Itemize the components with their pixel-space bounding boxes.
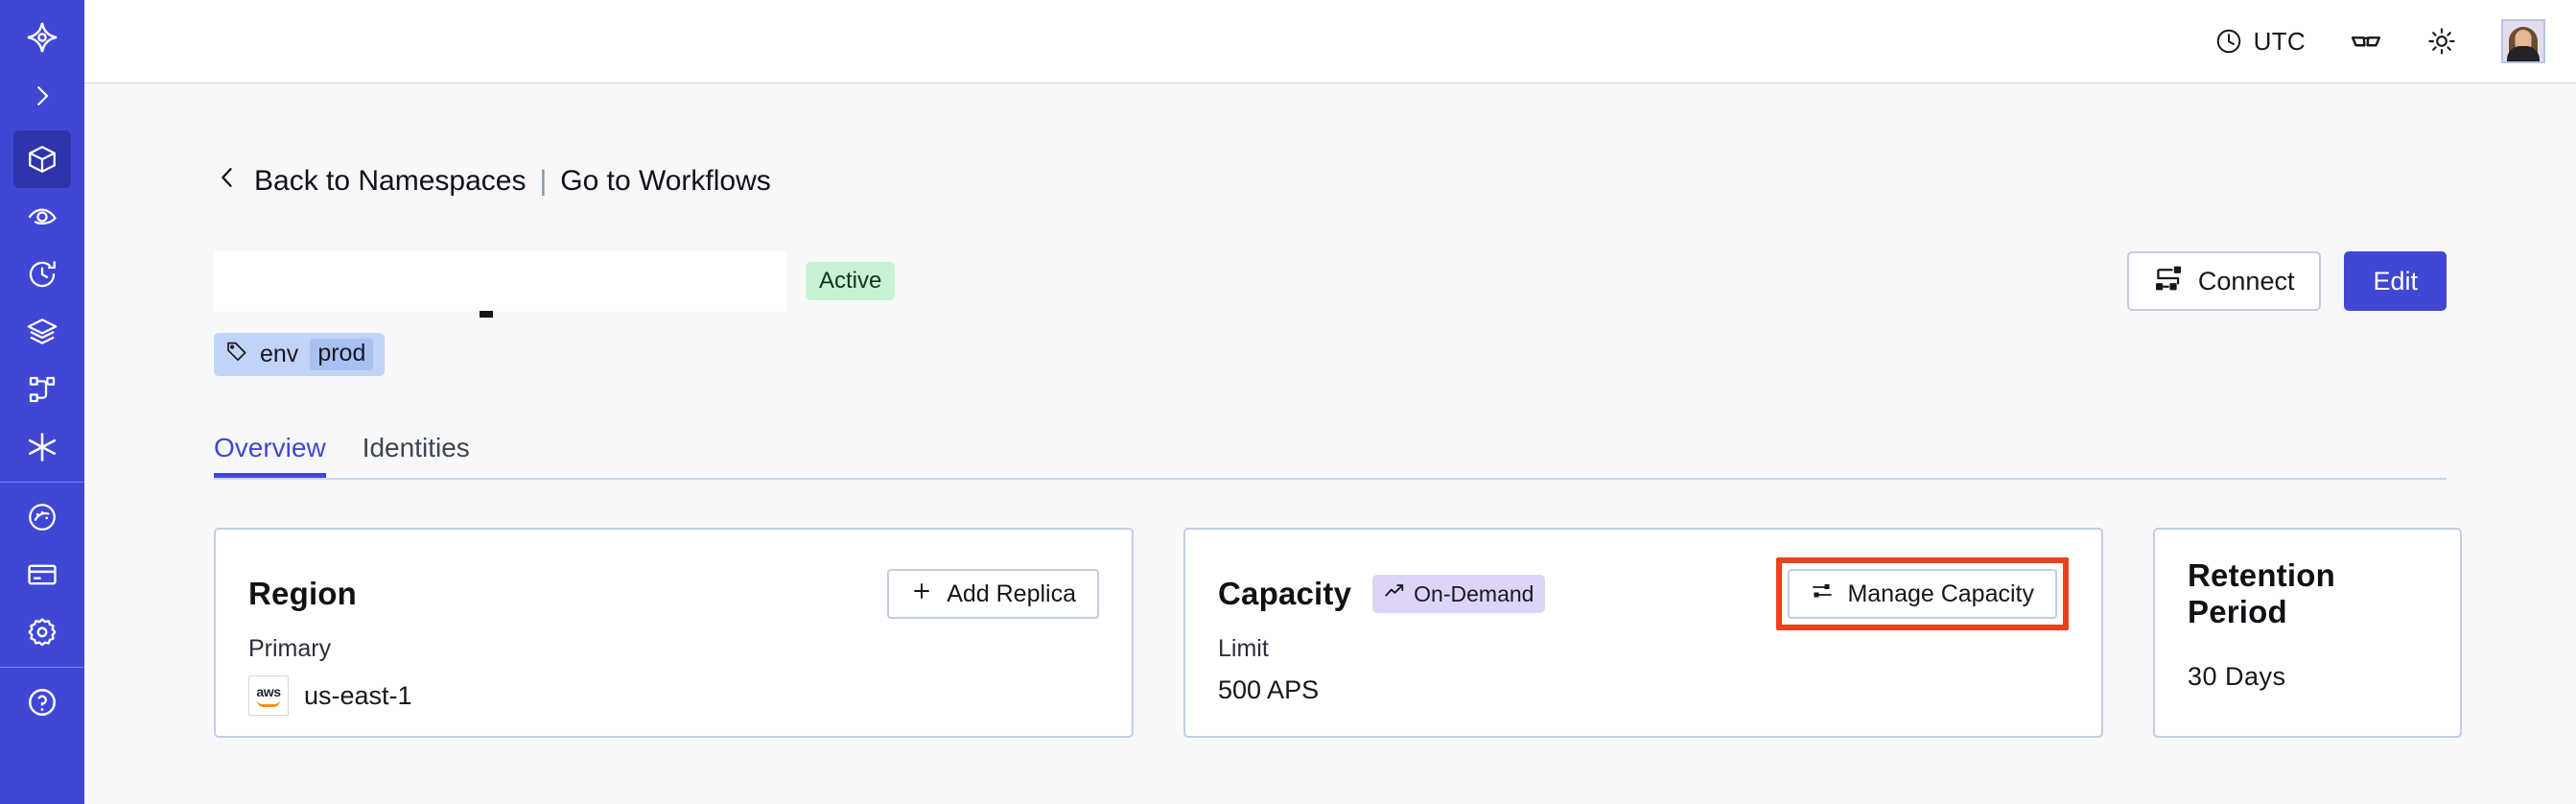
tag-value: prod xyxy=(310,339,374,370)
sidebar-item-observability[interactable] xyxy=(13,188,71,246)
tag-icon xyxy=(225,340,248,369)
gear-icon xyxy=(26,616,59,649)
sidebar-divider-1 xyxy=(0,482,84,483)
avatar[interactable] xyxy=(2501,19,2545,63)
capacity-limit-label: Limit xyxy=(1218,635,1269,662)
page-content: Back to Namespaces | Go to Workflows Act… xyxy=(84,83,2576,804)
capacity-limit-value: 500 APS xyxy=(1218,675,1320,704)
edit-button[interactable]: Edit xyxy=(2344,251,2447,311)
connect-button[interactable]: Connect xyxy=(2126,251,2322,311)
cube-icon xyxy=(26,143,59,176)
chevron-left-icon[interactable] xyxy=(214,164,241,199)
capacity-card-header: Capacity On-Demand xyxy=(1218,557,2069,630)
sidebar-divider-2 xyxy=(0,667,84,668)
sun-icon[interactable] xyxy=(2426,26,2457,57)
sidebar-item-nexus[interactable] xyxy=(13,418,71,476)
avatar-body xyxy=(2507,46,2540,61)
sidebar-item-workflows[interactable] xyxy=(13,361,71,418)
temporal-logo-icon xyxy=(25,20,59,55)
plus-icon xyxy=(910,579,933,609)
sidebar-item-usage[interactable] xyxy=(13,488,71,546)
region-card: Region Add Replica Primary xyxy=(214,528,1134,738)
manage-capacity-label: Manage Capacity xyxy=(1847,579,2034,607)
edit-button-label: Edit xyxy=(2373,266,2418,296)
region-card-action: Add Replica xyxy=(887,569,1099,619)
retention-card-title: Retention Period xyxy=(2188,557,2335,629)
help-circle-icon xyxy=(26,686,59,719)
region-primary-label: Primary xyxy=(248,635,332,662)
layers-icon xyxy=(26,316,59,348)
on-demand-badge: On-Demand xyxy=(1372,575,1546,613)
timezone-label: UTC xyxy=(2253,26,2306,56)
sidebar-item-history[interactable] xyxy=(13,246,71,303)
aws-logo-swoosh xyxy=(257,700,280,707)
gauge-icon xyxy=(26,501,59,533)
retention-card: Retention Period 30 Days xyxy=(2153,528,2462,738)
manage-capacity-button[interactable]: Manage Capacity xyxy=(1788,569,2057,619)
tag-key: env xyxy=(260,341,299,367)
timezone-selector[interactable]: UTC xyxy=(2214,27,2306,57)
tab-overview[interactable]: Overview xyxy=(214,433,326,478)
sidebar-item-billing[interactable] xyxy=(13,546,71,603)
sidebar-item-settings[interactable] xyxy=(13,603,71,661)
on-demand-badge-label: On-Demand xyxy=(1414,580,1534,606)
tab-identities[interactable]: Identities xyxy=(362,433,470,462)
sidebar-item-logo[interactable] xyxy=(13,8,71,67)
namespace-header: Active Connect Edit xyxy=(214,250,2447,318)
chevron-right-icon xyxy=(28,82,57,110)
aws-logo-icon: aws xyxy=(248,675,289,716)
add-replica-label: Add Replica xyxy=(947,579,1076,607)
tag-row: env prod xyxy=(214,333,2576,376)
manage-capacity-highlight: Manage Capacity xyxy=(1776,557,2069,630)
sidebar-item-schedules[interactable] xyxy=(13,303,71,361)
sitemap-icon xyxy=(27,374,58,405)
region-primary-value-row: aws us-east-1 xyxy=(248,675,1099,716)
sidebar-item-help[interactable] xyxy=(13,674,71,731)
eye-icon xyxy=(26,201,59,233)
sidebar-item-namespaces[interactable] xyxy=(13,130,71,188)
namespace-tag[interactable]: env prod xyxy=(214,333,386,376)
capacity-card-title: Capacity xyxy=(1218,576,1352,611)
connect-flow-icon xyxy=(2154,264,2183,299)
page-title xyxy=(214,250,786,318)
retention-value: 30 Days xyxy=(2188,662,2286,691)
glasses-icon[interactable] xyxy=(2350,25,2382,58)
clock-icon xyxy=(2214,27,2243,56)
left-sidebar xyxy=(0,0,84,804)
region-card-title: Region xyxy=(248,576,358,611)
capacity-card: Capacity On-Demand xyxy=(1183,528,2103,738)
breadcrumb-separator: | xyxy=(539,165,548,197)
region-primary-value: us-east-1 xyxy=(304,680,412,710)
connect-button-label: Connect xyxy=(2197,266,2295,296)
overview-cards: Region Add Replica Primary xyxy=(214,528,2576,738)
sidebar-item-expand[interactable] xyxy=(13,67,71,125)
retention-card-header: Retention Period xyxy=(2188,557,2427,629)
back-to-namespaces-link[interactable]: Back to Namespaces xyxy=(254,165,527,197)
capacity-card-action: Manage Capacity xyxy=(1776,557,2069,630)
asterisk-icon xyxy=(25,430,59,464)
header-actions: Connect Edit xyxy=(2126,251,2447,311)
go-to-workflows-link[interactable]: Go to Workflows xyxy=(560,165,771,197)
trending-up-icon xyxy=(1384,580,1405,607)
region-card-header: Region Add Replica xyxy=(248,566,1099,622)
breadcrumb: Back to Namespaces | Go to Workflows xyxy=(214,164,2576,199)
add-replica-button[interactable]: Add Replica xyxy=(887,569,1099,619)
sliders-icon xyxy=(1811,579,1834,609)
clock-history-icon xyxy=(26,258,59,291)
aws-logo-text: aws xyxy=(256,683,281,699)
top-bar: UTC xyxy=(84,0,2576,83)
credit-card-icon xyxy=(26,558,59,591)
status-badge: Active xyxy=(806,261,896,301)
tab-bar: Overview Identities xyxy=(214,426,2447,480)
